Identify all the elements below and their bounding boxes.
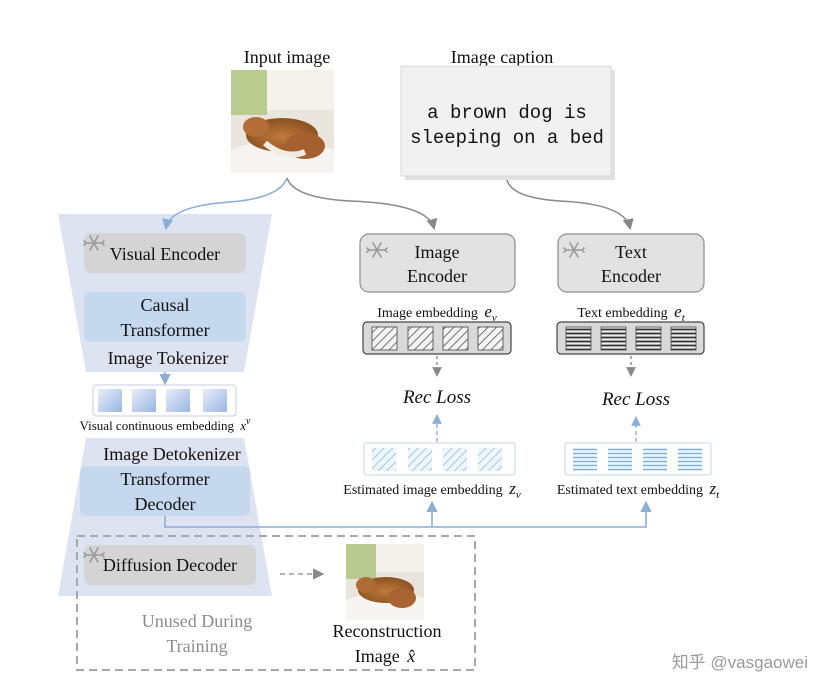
rec-loss-image-label: Rec Loss bbox=[402, 387, 471, 408]
estimated-text-token bbox=[643, 448, 667, 471]
estimated-image-embedding-bar bbox=[363, 442, 516, 476]
diffusion-decoder-box bbox=[84, 545, 256, 585]
text-embedding-bar bbox=[556, 321, 705, 355]
arrow-input-to-visual-encoder bbox=[162, 177, 288, 231]
estimated-image-embedding-label: Estimated image embedding zv bbox=[343, 479, 521, 501]
image-embedding-token bbox=[442, 326, 469, 351]
image-embedding-label: Image embedding ev bbox=[377, 302, 497, 324]
estimated-text-embedding-label: Estimated text embedding zt bbox=[557, 479, 720, 501]
rec-loss-text-label: Rec Loss bbox=[601, 389, 670, 410]
image-caption-label: Image caption bbox=[451, 47, 553, 67]
arrow-input-to-image-encoder bbox=[286, 177, 438, 231]
causal-transformer-box bbox=[84, 292, 246, 342]
estimated-text-embedding-bar bbox=[564, 442, 712, 476]
transformer-label: Transformer bbox=[120, 320, 209, 340]
transformer-decoder-label-2: Decoder bbox=[135, 494, 196, 514]
image-embedding-bar bbox=[362, 321, 512, 355]
text-encoder-label-1: Text bbox=[615, 242, 647, 262]
image-tokenizer-label: Image Tokenizer bbox=[108, 348, 229, 368]
estimated-text-token bbox=[608, 448, 632, 471]
caption-text-line-2: sleeping on a bed bbox=[410, 127, 604, 149]
arrow-caption-to-text-encoder bbox=[506, 179, 634, 231]
caption-text-line-1: a brown dog is bbox=[427, 102, 587, 124]
text-embedding-token bbox=[635, 326, 662, 351]
image-detokenizer-label: Image Detokenizer bbox=[103, 444, 240, 464]
text-embedding-token bbox=[670, 326, 697, 351]
text-embedding-token bbox=[600, 326, 627, 351]
reconstruction-label-2: Image x̂ bbox=[355, 646, 415, 666]
visual-embedding-bar bbox=[92, 384, 237, 417]
watermark: 知乎 @vasgaowei bbox=[672, 653, 808, 672]
transformer-decoder-box bbox=[80, 466, 250, 516]
text-encoder-label-2: Encoder bbox=[601, 266, 661, 286]
estimated-image-token bbox=[478, 448, 502, 471]
transformer-decoder-label-1: Transformer bbox=[120, 469, 209, 489]
unused-label-1: Unused During bbox=[142, 611, 253, 631]
reconstruction-image bbox=[346, 544, 424, 620]
estimated-text-token bbox=[678, 448, 702, 471]
estimated-image-token bbox=[372, 448, 396, 471]
embedding-token bbox=[203, 389, 227, 412]
unused-during-training-region bbox=[76, 535, 476, 671]
text-encoder-box bbox=[557, 233, 705, 293]
image-embedding-token bbox=[371, 326, 398, 351]
image-encoder-label-1: Image bbox=[415, 242, 460, 262]
estimated-image-token bbox=[408, 448, 432, 471]
unused-label-2: Training bbox=[166, 636, 227, 656]
image-embedding-token bbox=[407, 326, 434, 351]
diffusion-decoder-label: Diffusion Decoder bbox=[103, 555, 237, 575]
text-embedding-token bbox=[565, 326, 592, 351]
visual-embedding-caption: Visual continuous embedding xv bbox=[80, 416, 252, 433]
visual-encoder-label: Visual Encoder bbox=[110, 244, 220, 264]
visual-encoder-box bbox=[84, 233, 246, 273]
embedding-token bbox=[132, 389, 156, 412]
input-image bbox=[231, 70, 334, 173]
text-embedding-label: Text embedding et bbox=[577, 302, 685, 324]
estimated-text-token bbox=[573, 448, 597, 471]
estimated-image-token bbox=[443, 448, 467, 471]
embedding-token bbox=[166, 389, 190, 412]
input-image-label: Input image bbox=[244, 47, 330, 67]
image-encoder-label-2: Encoder bbox=[407, 266, 467, 286]
image-embedding-token bbox=[477, 326, 504, 351]
embedding-token bbox=[98, 389, 122, 412]
image-caption-box bbox=[400, 65, 612, 177]
reconstruction-label-1: Reconstruction bbox=[333, 621, 442, 641]
image-encoder-box bbox=[359, 233, 516, 293]
causal-label: Causal bbox=[141, 295, 190, 315]
arrow-decoder-to-estimated-text bbox=[164, 500, 652, 528]
